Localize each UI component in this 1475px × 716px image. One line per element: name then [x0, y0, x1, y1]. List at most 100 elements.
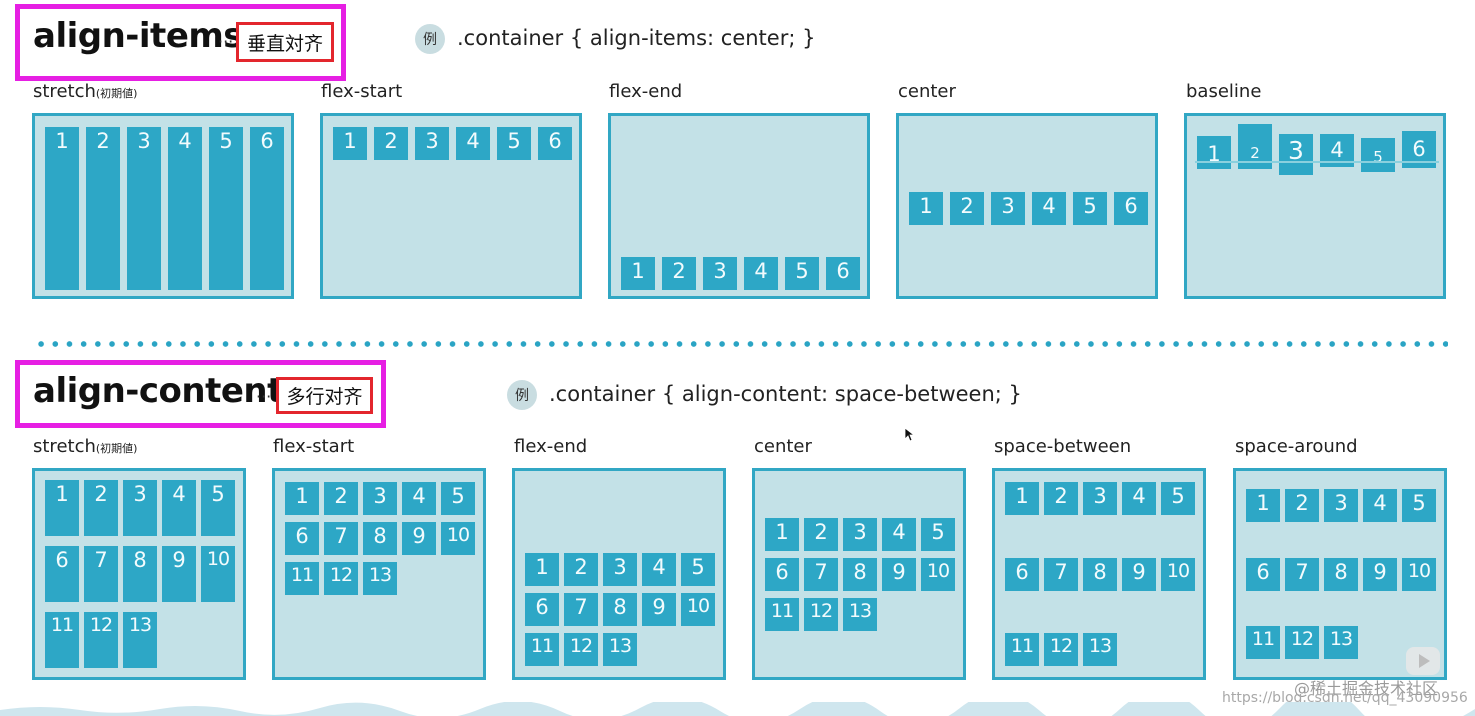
ac-label-center: center	[754, 436, 812, 457]
flex-item: 6	[1246, 557, 1280, 591]
flex-item: 13	[1083, 633, 1117, 666]
flex-item: 6	[1005, 557, 1039, 591]
flex-item: 3	[1083, 482, 1117, 515]
watermark-secondary: https://blog.csdn.net/qq_43090956	[1222, 690, 1468, 706]
flex-item: 5	[497, 127, 531, 160]
align-content-highlight-box	[15, 360, 386, 428]
flex-item: 6	[538, 127, 572, 160]
align-items-tag: 垂直対齐	[236, 22, 334, 62]
flex-item: 8	[843, 557, 877, 591]
flex-item: 9	[162, 546, 196, 602]
ai-label-center: center	[898, 81, 956, 102]
flex-item: 11	[45, 612, 79, 668]
mouse-cursor-icon	[904, 427, 916, 442]
flex-item: 3	[123, 480, 157, 536]
flex-item: 5	[201, 480, 235, 536]
flex-item: 4	[456, 127, 490, 160]
ac-label-flex-end: flex-end	[514, 436, 588, 457]
flex-item: 9	[642, 593, 676, 626]
flex-item: 12	[84, 612, 118, 668]
align-items-example-code: .container { align-items: center; }	[457, 26, 816, 50]
flex-item: 10	[921, 557, 955, 591]
flex-item: 2	[1285, 488, 1319, 522]
ac-label-space-around: space-around	[1235, 436, 1358, 457]
flex-item: 6	[525, 593, 559, 626]
flex-item: 3	[415, 127, 449, 160]
flex-item: 6	[1114, 192, 1148, 225]
flex-item: 1	[45, 127, 79, 290]
flex-item: 4	[882, 517, 916, 551]
flex-item: 3	[843, 517, 877, 551]
flex-item: 7	[564, 593, 598, 626]
flex-item: 8	[123, 546, 157, 602]
flex-item: 3	[991, 192, 1025, 225]
flex-item: 12	[1044, 633, 1078, 666]
ai-panel-center: 1 2 3 4 5 6	[896, 113, 1158, 299]
flex-item: 2	[662, 257, 696, 290]
flex-item: 10	[441, 522, 475, 555]
flex-item: 4	[1032, 192, 1066, 225]
flex-item: 10	[1161, 557, 1195, 591]
ac-label-flex-start: flex-start	[273, 436, 355, 457]
flex-item: 8	[1324, 557, 1358, 591]
flex-item: 2	[804, 517, 838, 551]
flex-item: 3	[363, 482, 397, 515]
flex-item: 2	[374, 127, 408, 160]
section-divider	[34, 341, 1448, 347]
align-items-example-badge: 例	[415, 24, 445, 54]
flex-item: 2	[564, 553, 598, 586]
flex-item: 11	[1005, 633, 1039, 666]
flex-item: 12	[804, 597, 838, 631]
watermark-primary: @稀土掘金技术社区	[1294, 679, 1439, 698]
flex-item: 5	[1361, 138, 1395, 172]
flex-item: 1	[285, 482, 319, 515]
flex-item: 11	[525, 633, 559, 666]
flex-item: 13	[363, 562, 397, 595]
flex-item: 12	[324, 562, 358, 595]
align-items-ellipsis: ···	[218, 32, 234, 51]
flex-item: 7	[324, 522, 358, 555]
flex-item: 6	[250, 127, 284, 290]
flex-item: 4	[642, 553, 676, 586]
flex-item: 7	[1044, 557, 1078, 591]
flex-item: 5	[1161, 482, 1195, 515]
flex-item: 5	[921, 517, 955, 551]
flex-item: 12	[564, 633, 598, 666]
ai-panel-flex-start: 1 2 3 4 5 6	[320, 113, 582, 299]
flex-item: 1	[333, 127, 367, 160]
flex-item: 1	[765, 517, 799, 551]
ai-panel-flex-end: 1 2 3 4 5 6	[608, 113, 870, 299]
flex-item: 9	[1122, 557, 1156, 591]
flex-item: 4	[402, 482, 436, 515]
flex-item: 3	[703, 257, 737, 290]
flex-item: 2	[324, 482, 358, 515]
flex-item: 11	[765, 597, 799, 631]
flex-item: 12	[1285, 626, 1319, 660]
ai-label-flex-start: flex-start	[321, 81, 403, 102]
flex-item: 10	[201, 546, 235, 602]
flex-item: 3	[127, 127, 161, 290]
flex-item: 4	[162, 480, 196, 536]
flex-item: 5	[1073, 192, 1107, 225]
flex-item: 2	[1044, 482, 1078, 515]
flex-item: 3	[1324, 488, 1358, 522]
flex-item: 6	[765, 557, 799, 591]
align-content-example-code: .container { align-content: space-betwee…	[549, 382, 1022, 406]
flex-item: 2	[84, 480, 118, 536]
align-content-title: align-content	[33, 371, 283, 411]
align-content-ellipsis: ···	[256, 387, 272, 406]
flex-item: 5	[209, 127, 243, 290]
ai-label-stretch: stretch(初期値)	[33, 81, 138, 102]
flex-item: 3	[1279, 134, 1313, 175]
bottom-decoration	[0, 702, 1475, 716]
ai-panel-baseline: 1 2 3 4 5 6	[1184, 113, 1446, 299]
ai-label-flex-end: flex-end	[609, 81, 683, 102]
flex-item: 13	[123, 612, 157, 668]
flex-item: 7	[84, 546, 118, 602]
flex-item: 8	[603, 593, 637, 626]
flex-item: 6	[285, 522, 319, 555]
